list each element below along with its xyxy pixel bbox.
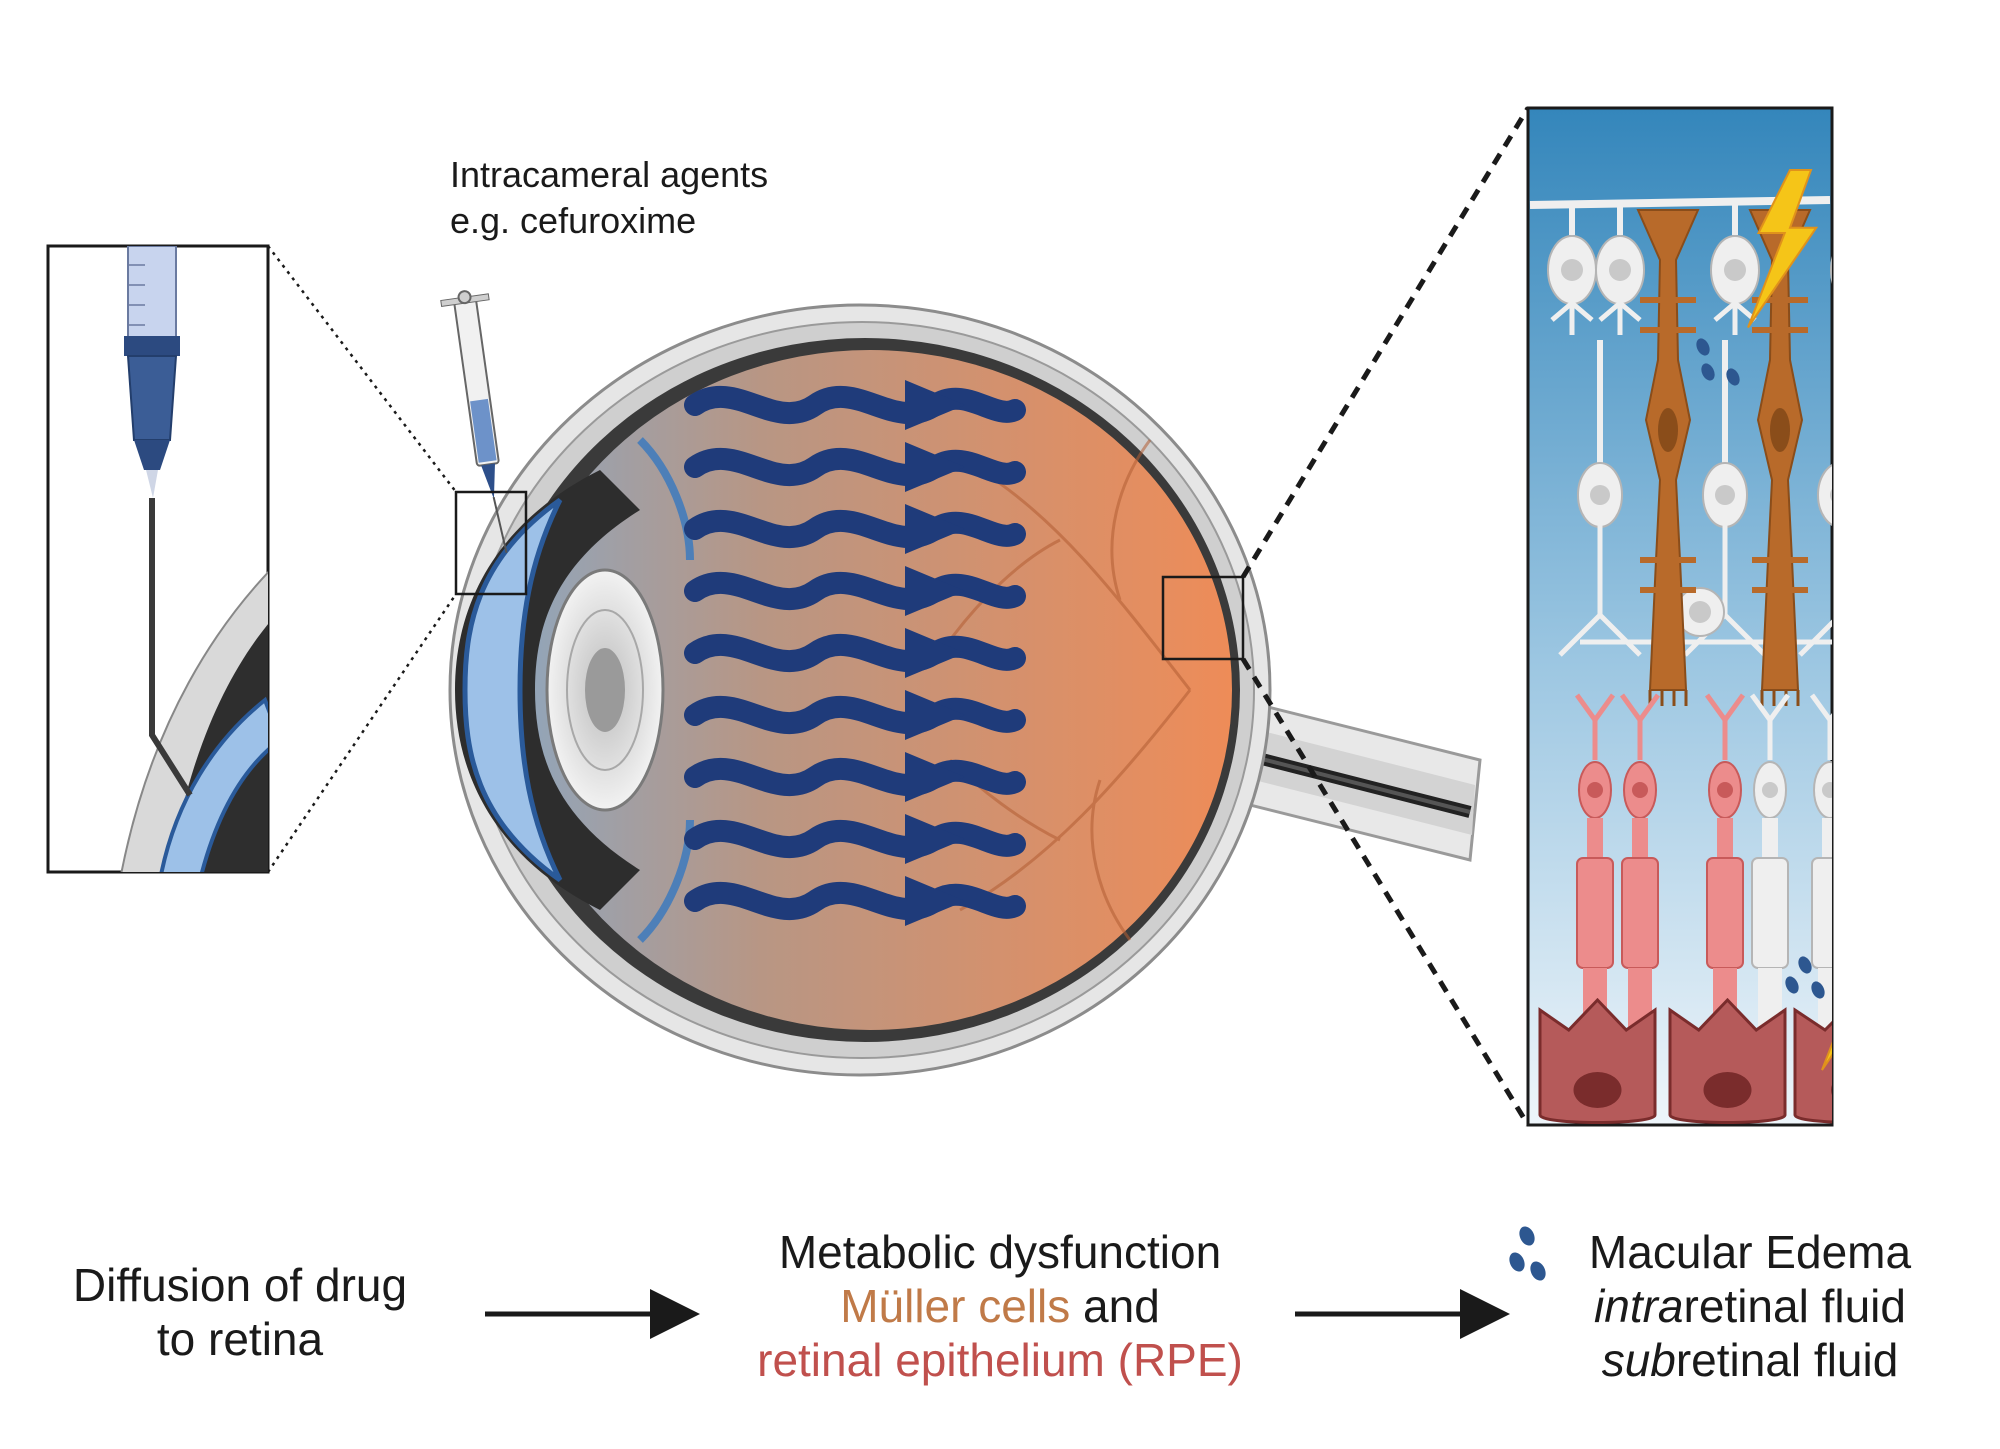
flow-step2-line2-rest: and [1070,1280,1160,1332]
injection-label: Intracameral agents e.g. cefuroxime [450,152,768,244]
retina-cell-panel [1526,106,1924,1127]
flow-step3-line2: intraretinal fluid [1550,1279,1950,1333]
diffusion-arrow [684,628,1026,678]
rpe-cell [1668,997,1787,1124]
muller-cells-text: Müller cells [840,1280,1071,1332]
rpe-cell [1793,1007,1832,1124]
photoreceptor-cell [1574,693,1616,1038]
photoreceptor-cell [1809,693,1832,1038]
diffusion-arrow [684,504,1026,554]
flow-step3-line3: subretinal fluid [1550,1333,1950,1387]
fluid-droplet-icon [1726,368,1740,386]
diffusion-arrow [684,380,1026,430]
injection-site-box [454,490,528,596]
diffusion-arrow [684,876,1026,926]
muller-cell [1636,209,1700,706]
flow-step-metabolic: Metabolic dysfunction Müller cells and r… [700,1225,1300,1387]
flow-step-edema: Macular Edema intraretinal fluid subreti… [1550,1225,1950,1387]
ganglion-cell [1876,202,1924,335]
flow-step2-line2: Müller cells and [700,1279,1300,1333]
lightning-icon [1821,1041,1832,1071]
flow-step2-line1: Metabolic dysfunction [778,1226,1222,1278]
flow-step-diffusion: Diffusion of drug to retina [40,1258,440,1366]
rpe-text: retinal epithelium (RPE) [757,1334,1243,1386]
fluid-droplet-icon [1798,956,1812,974]
diffusion-arrow [684,752,1026,802]
ganglion-cell [1830,256,1832,284]
sub-prefix: sub [1601,1334,1676,1386]
diffusion-arrow [684,690,1026,740]
diffusion-arrows [684,380,1026,926]
fluid-droplet-icon [1811,981,1825,999]
eyeball [448,303,1272,1077]
photoreceptor-cell [1862,695,1898,1038]
bipolar-cell [1558,340,1642,657]
diffusion-arrow [684,566,1026,616]
flow-step3-line1: Macular Edema [1588,1226,1912,1278]
diffusion-arrow [684,442,1026,492]
fluid-droplet-icon [1701,363,1715,381]
ganglion-cell [1595,202,1645,335]
retina-site-box [1161,575,1245,661]
panel-connectors [1240,106,1531,1127]
injection-label-line2: e.g. cefuroxime [450,200,697,241]
fluid-droplet-icon [1509,1226,1546,1281]
photoreceptor-cell [1749,693,1791,1038]
flow-step1-line2: to retina [156,1313,324,1365]
lightning-icon [1747,169,1819,329]
fluid-droplet-icon [1696,338,1710,356]
zoom-connectors [266,245,458,873]
fluid-droplet-icon [1785,976,1799,994]
flow-step3-line2-rest: retinal fluid [1683,1280,1906,1332]
syringe-icon [440,290,508,554]
muller-cell [1748,209,1812,706]
flow-step1-line1: Diffusion of drug [72,1259,408,1311]
intra-prefix: intra [1594,1280,1684,1332]
ganglion-cell [1710,202,1760,335]
diffusion-arrow [684,814,1026,864]
injection-label-line1: Intracameral agents [450,154,769,195]
rpe-cell [1538,997,1657,1124]
photoreceptor-cell [1619,693,1661,1038]
flow-step3-line3-rest: retinal fluid [1675,1334,1899,1386]
injection-zoom-inset [46,244,270,874]
